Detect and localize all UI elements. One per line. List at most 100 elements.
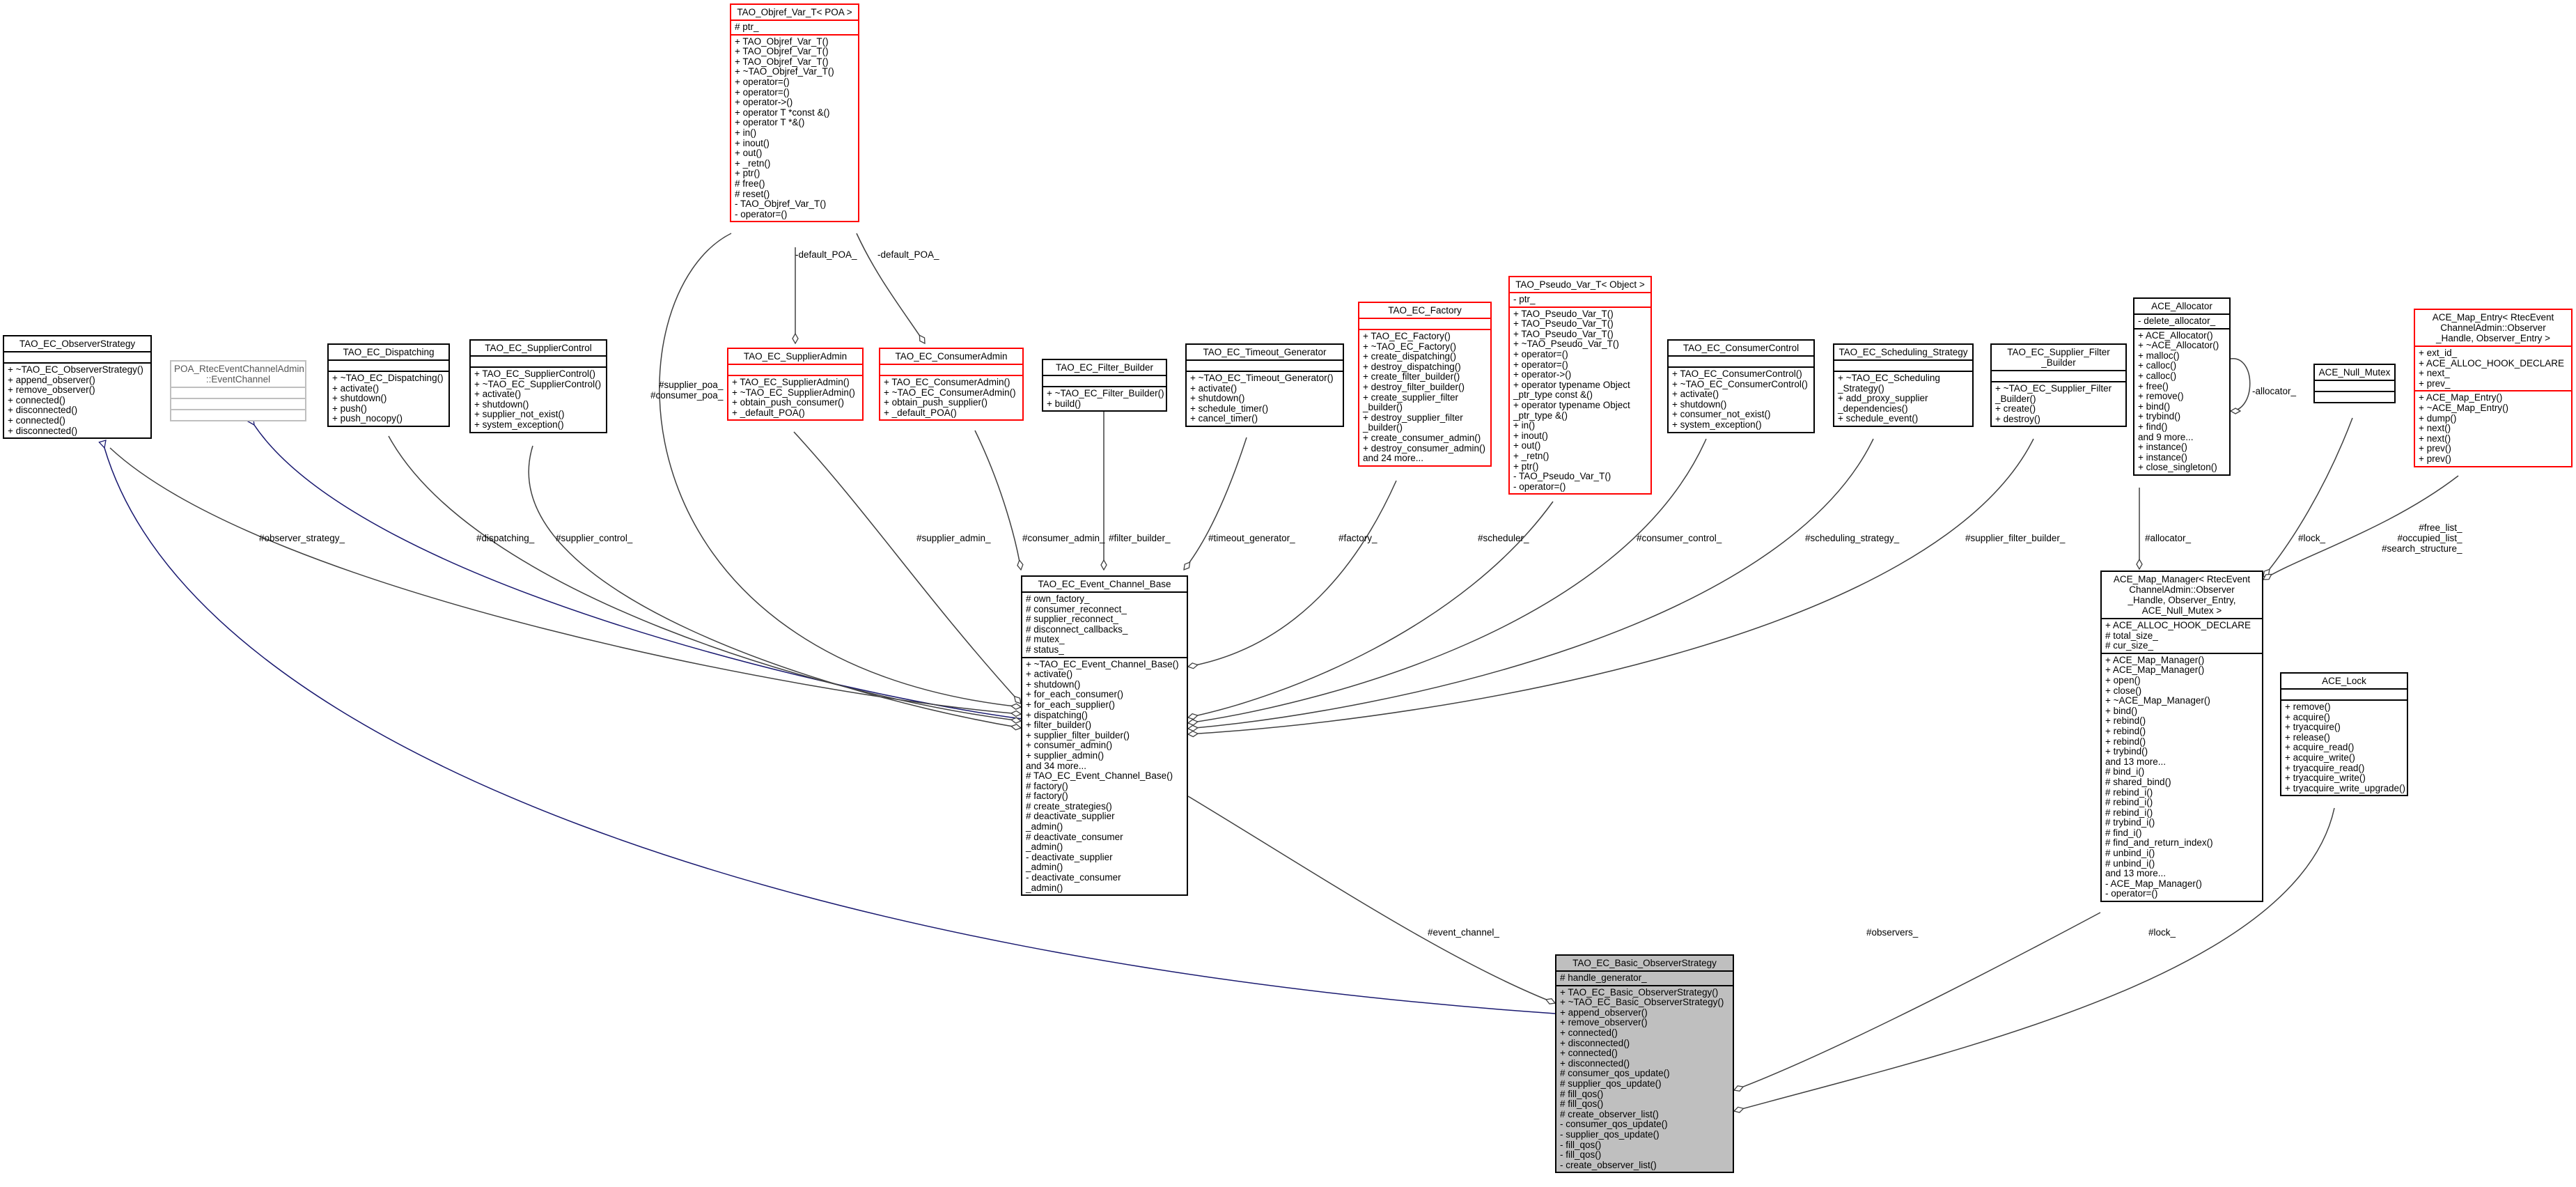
- edge-label-default-poa-2: -default_POA_: [877, 249, 939, 260]
- class-attributes: [880, 364, 1022, 375]
- class-methods: + ACE_Map_Manager() + ACE_Map_Manager() …: [2102, 652, 2262, 901]
- edge-consumer-admin: [974, 430, 1021, 570]
- class-supplier-admin[interactable]: TAO_EC_SupplierAdmin + TAO_EC_SupplierAd…: [727, 348, 864, 421]
- class-attributes: [1043, 375, 1166, 386]
- class-attributes: [2281, 688, 2407, 699]
- edge-pseudo-var: [1188, 501, 1554, 717]
- class-title: TAO_EC_ObserverStrategy: [19, 339, 136, 349]
- class-title: TAO_EC_Filter_Builder: [1055, 362, 1154, 373]
- edge-label-event-channel: #event_channel_: [1428, 927, 1499, 938]
- class-methods: + ~TAO_EC_Filter_Builder() + build(): [1043, 386, 1166, 410]
- class-attributes: [329, 359, 448, 371]
- class-supplier-filter-builder[interactable]: TAO_EC_Supplier_Filter _Builder + ~TAO_E…: [1990, 343, 2127, 428]
- class-methods: + ~TAO_EC_ObserverStrategy() + append_ob…: [4, 362, 150, 437]
- edge-null-mutex: [2263, 417, 2353, 577]
- class-title: POA_RtecEventChannelAdmin ::EventChannel: [174, 364, 304, 385]
- class-attributes: - delete_allocator_: [2134, 313, 2229, 328]
- class-methods: + ACE_Allocator() + ~ACE_Allocator() + m…: [2134, 327, 2229, 474]
- class-supplier-control[interactable]: TAO_EC_SupplierControl + TAO_EC_Supplier…: [469, 339, 607, 433]
- class-objref-var[interactable]: TAO_Objref_Var_T< POA > # ptr_ + TAO_Obj…: [730, 3, 859, 223]
- class-lock[interactable]: ACE_Lock + remove() + acquire() + tryacq…: [2280, 672, 2408, 797]
- class-dispatching[interactable]: TAO_EC_Dispatching + ~TAO_EC_Dispatching…: [327, 343, 450, 427]
- class-attributes: [471, 355, 606, 366]
- edge-label-consumer-admin: #consumer_admin_: [1022, 533, 1105, 543]
- class-title: TAO_EC_SupplierControl: [485, 343, 592, 353]
- class-attributes: [1992, 370, 2125, 381]
- class-filter-builder[interactable]: TAO_EC_Filter_Builder + ~TAO_EC_Filter_B…: [1042, 359, 1167, 412]
- class-map-manager[interactable]: ACE_Map_Manager< RtecEvent ChannelAdmin:…: [2100, 571, 2263, 903]
- class-methods: + TAO_EC_Basic_ObserverStrategy() + ~TAO…: [1556, 984, 1733, 1172]
- class-event-channel-base[interactable]: TAO_EC_Event_Channel_Base # own_factory_…: [1021, 575, 1188, 897]
- class-allocator[interactable]: ACE_Allocator - delete_allocator_ + ACE_…: [2133, 297, 2231, 476]
- class-title: TAO_EC_Event_Channel_Base: [1038, 579, 1171, 589]
- edge-label-scheduler: #scheduler_: [1478, 533, 1529, 543]
- class-title: TAO_EC_Dispatching: [343, 347, 435, 357]
- class-consumer-admin[interactable]: TAO_EC_ConsumerAdmin + TAO_EC_ConsumerAd…: [879, 348, 1024, 421]
- class-methods: + ~TAO_EC_Timeout_Generator() + activate…: [1187, 371, 1343, 426]
- inherit-edge-poa-event-channel: [254, 425, 1023, 720]
- class-methods: + TAO_Pseudo_Var_T() + TAO_Pseudo_Var_T(…: [1510, 306, 1650, 494]
- class-attributes: + ext_id_ + ACE_ALLOC_HOOK_DECLARE + nex…: [2415, 346, 2571, 390]
- edge-dispatching: [388, 435, 1021, 721]
- class-attributes: # handle_generator_: [1556, 970, 1733, 985]
- edge-label-lock: #lock_: [2148, 927, 2176, 938]
- class-title: ACE_Lock: [2322, 676, 2366, 686]
- class-basic-observer-strategy[interactable]: TAO_EC_Basic_ObserverStrategy # handle_g…: [1555, 954, 1734, 1174]
- class-extra: [171, 409, 305, 420]
- class-timeout-generator[interactable]: TAO_EC_Timeout_Generator + ~TAO_EC_Timeo…: [1185, 343, 1344, 427]
- edge-label-supplier-control: #supplier_control_: [556, 533, 633, 543]
- edge-timeout-generator: [1184, 437, 1247, 570]
- edge-label-timeout-generator: #timeout_generator_: [1208, 533, 1295, 543]
- class-attributes: # ptr_: [731, 20, 858, 34]
- class-title: ACE_Allocator: [2151, 301, 2212, 311]
- class-methods: + TAO_EC_ConsumerControl() + ~TAO_EC_Con…: [1669, 366, 1813, 432]
- class-poa-event-channel[interactable]: POA_RtecEventChannelAdmin ::EventChannel: [170, 360, 306, 421]
- class-methods: + ~TAO_EC_Event_Channel_Base() + activat…: [1022, 656, 1187, 895]
- class-methods: + ~TAO_EC_Supplier_Filter _Builder() + c…: [1992, 381, 2125, 426]
- edge-consumer-control: [1188, 438, 1707, 723]
- class-title: ACE_Map_Manager< RtecEvent ChannelAdmin:…: [2113, 574, 2251, 616]
- edge-label-filter-builder: #filter_builder_: [1109, 533, 1171, 543]
- edge-label-supplier-consumer-poa: #supplier_poa_ #consumer_poa_: [650, 380, 724, 401]
- class-attributes: [1359, 318, 1490, 329]
- class-observer-strategy[interactable]: TAO_EC_ObserverStrategy + ~TAO_EC_Observ…: [3, 335, 152, 440]
- class-map-entry[interactable]: ACE_Map_Entry< RtecEvent ChannelAdmin::O…: [2414, 309, 2573, 467]
- class-attributes: [4, 351, 150, 362]
- class-attributes: [2315, 380, 2394, 391]
- edge-label-observers: #observers_: [1866, 927, 1919, 938]
- edge-supplier-admin: [793, 431, 1021, 704]
- edge-scheduling-strategy: [1188, 438, 1874, 729]
- edge-default-poa-2: [856, 233, 925, 343]
- class-title: TAO_EC_ConsumerControl: [1683, 343, 1800, 353]
- edge-observer-strategy: [109, 447, 1021, 714]
- edge-label-consumer-control: #consumer_control_: [1637, 533, 1722, 543]
- class-methods: + TAO_EC_SupplierAdmin() + ~TAO_EC_Suppl…: [728, 375, 862, 419]
- class-title: TAO_EC_SupplierAdmin: [743, 351, 848, 362]
- class-methods: + TAO_EC_Factory() + ~TAO_EC_Factory() +…: [1359, 329, 1490, 465]
- class-attributes: # own_factory_ # consumer_reconnect_ # s…: [1022, 591, 1187, 657]
- class-methods: + TAO_EC_SupplierControl() + ~TAO_EC_Sup…: [471, 366, 606, 432]
- class-attributes: [1834, 359, 1972, 371]
- class-title: TAO_EC_Scheduling_Strategy: [1839, 347, 1968, 357]
- class-title: TAO_Pseudo_Var_T< Object >: [1515, 279, 1645, 290]
- edge-allocator-self: [2231, 358, 2251, 411]
- edge-label-supplier-admin: #supplier_admin_: [916, 533, 991, 543]
- edge-label-default-poa-1: -default_POA_: [795, 249, 857, 260]
- class-methods: [2315, 391, 2394, 402]
- class-title: TAO_EC_Timeout_Generator: [1203, 347, 1327, 357]
- class-scheduling-strategy[interactable]: TAO_EC_Scheduling_Strategy + ~TAO_EC_Sch…: [1833, 343, 1974, 427]
- class-consumer-control[interactable]: TAO_EC_ConsumerControl + TAO_EC_Consumer…: [1667, 339, 1815, 433]
- class-null-mutex[interactable]: ACE_Null_Mutex: [2313, 364, 2396, 403]
- class-factory[interactable]: TAO_EC_Factory + TAO_EC_Factory() + ~TAO…: [1358, 302, 1492, 467]
- class-methods: + TAO_Objref_Var_T() + TAO_Objref_Var_T(…: [731, 33, 858, 222]
- class-pseudo-var[interactable]: TAO_Pseudo_Var_T< Object > - ptr_ + TAO_…: [1508, 276, 1652, 495]
- class-attributes: [728, 364, 862, 375]
- class-title: ACE_Map_Entry< RtecEvent ChannelAdmin::O…: [2432, 312, 2554, 343]
- edge-supplier-filter-builder: [1188, 438, 2034, 734]
- edge-label-dispatching: #dispatching_: [476, 533, 535, 543]
- edge-label-allocator: #allocator_: [2145, 533, 2192, 543]
- edge-label-allocator-self: -allocator_: [2252, 386, 2297, 396]
- class-methods: + remove() + acquire() + tryacquire() + …: [2281, 699, 2407, 795]
- class-title: TAO_EC_Basic_ObserverStrategy: [1572, 958, 1717, 968]
- class-methods: + ~TAO_EC_Dispatching() + activate() + s…: [329, 371, 448, 426]
